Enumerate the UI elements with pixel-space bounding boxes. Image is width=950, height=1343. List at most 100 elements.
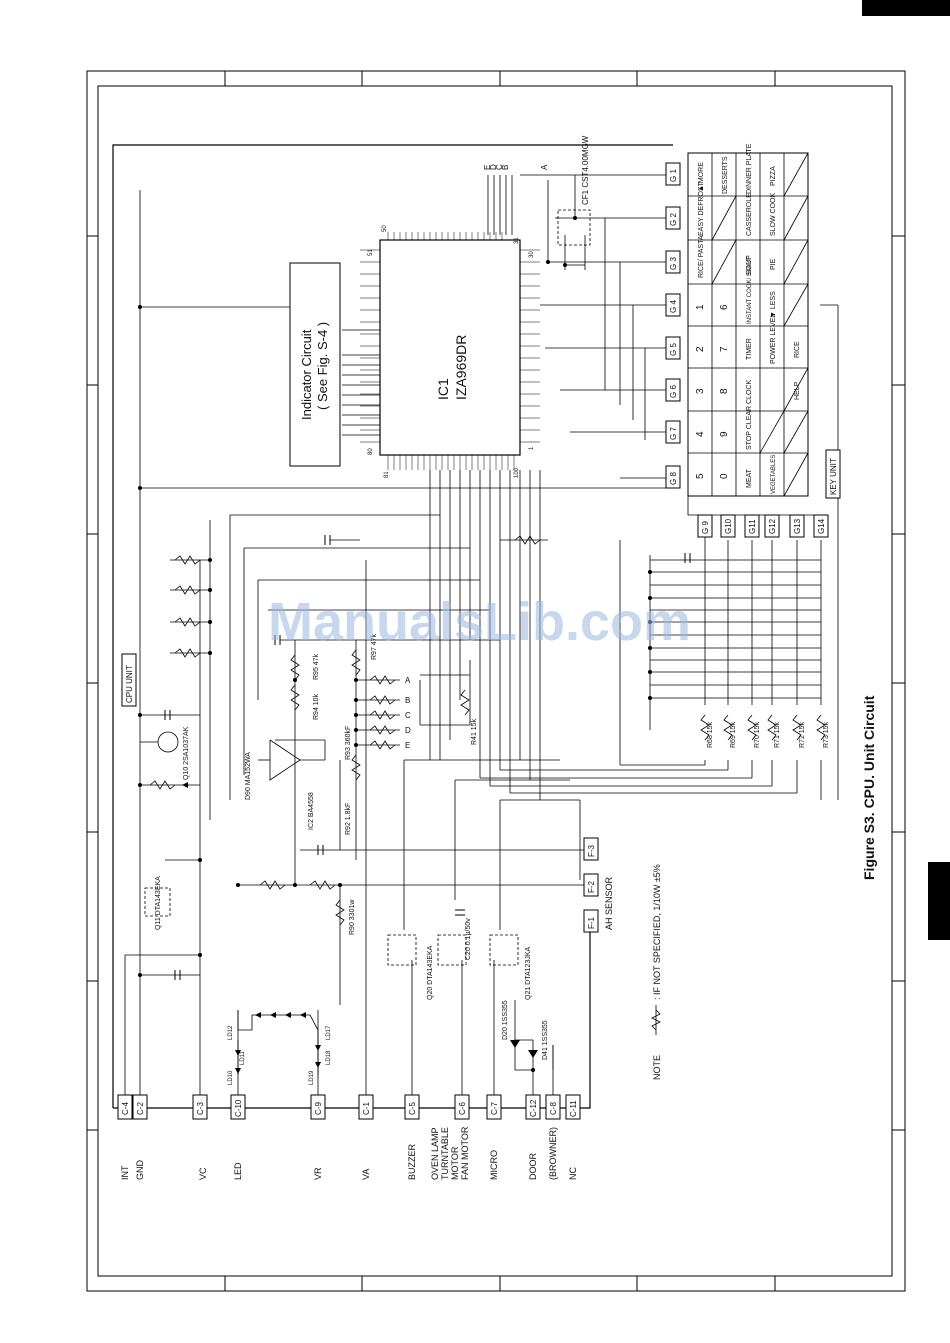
svg-text:G 9: G 9 bbox=[701, 521, 710, 534]
key-easy-defrost: EASY DEFROST bbox=[698, 181, 705, 236]
key-desserts: DESSERTS bbox=[722, 156, 729, 194]
label-q10: Q10 2SA1037AK bbox=[183, 726, 190, 780]
key-meat: MEAT bbox=[746, 468, 753, 488]
side-tab bbox=[928, 862, 950, 940]
svg-text:LD18: LD18 bbox=[326, 1050, 332, 1065]
note-resistor-zigzag bbox=[651, 1009, 661, 1031]
watermark: ManualsLib.com bbox=[268, 592, 691, 652]
label-r69: R69 15k bbox=[730, 721, 737, 748]
svg-text:G14: G14 bbox=[817, 518, 826, 534]
key-stop-clear: STOP CLEAR bbox=[746, 406, 753, 450]
pin-c7: C-7 bbox=[490, 1102, 499, 1115]
label-r70: R70 15k bbox=[754, 721, 761, 748]
signal-nc: NC bbox=[568, 1167, 578, 1180]
svg-text:F-1: F-1 bbox=[587, 916, 596, 929]
label-q20: Q20 DTA143EKA bbox=[427, 945, 434, 1000]
label-r92: R92 1.8kF bbox=[345, 803, 352, 835]
corner-tab bbox=[862, 0, 950, 16]
key-soup: SOUP bbox=[746, 255, 753, 275]
figure-title: Figure S3. CPU. Unit Circuit bbox=[861, 695, 877, 880]
label-r90: R90 3301w bbox=[349, 899, 356, 935]
svg-text:F-3: F-3 bbox=[587, 844, 596, 857]
ic1-chip: IC1 IZA969DR 51 50 31 30 81 80 100 1 bbox=[360, 225, 540, 478]
svg-text:D: D bbox=[489, 164, 498, 170]
svg-text:G 2: G 2 bbox=[669, 213, 678, 226]
svg-text:G 8: G 8 bbox=[669, 472, 678, 485]
svg-text:G 1: G 1 bbox=[669, 169, 678, 182]
label-q11: Q11 DTA143EKA bbox=[155, 876, 162, 930]
frame-ticks bbox=[87, 71, 905, 1291]
ic1-pin-100: 100 bbox=[514, 467, 520, 478]
indicator-line1: Indicator Circuit bbox=[299, 329, 314, 420]
pin-c9: C-9 bbox=[314, 1102, 323, 1115]
ah-sensor-label: AH SENSOR bbox=[604, 876, 614, 930]
label-d20: D20 1SS355 bbox=[502, 1000, 509, 1040]
signal-int: INT bbox=[120, 1165, 130, 1180]
svg-text:C: C bbox=[495, 164, 504, 170]
key-rice: RICE bbox=[794, 341, 801, 358]
label-r72: R72 15k bbox=[799, 721, 806, 748]
cpu-unit-label: CPU UNIT bbox=[125, 665, 134, 703]
svg-text:B: B bbox=[501, 165, 510, 170]
ic1-pin-50: 50 bbox=[382, 225, 388, 232]
svg-text:A: A bbox=[405, 676, 411, 685]
svg-text:A: A bbox=[540, 164, 549, 170]
key-7: 7 bbox=[719, 346, 730, 352]
key-dinner-plate: DINNER PLATE bbox=[746, 143, 753, 194]
pin-c2: C-2 bbox=[136, 1102, 145, 1115]
key-0: 0 bbox=[719, 473, 730, 479]
key-2: 2 bbox=[695, 346, 706, 352]
cf1-label: CF1 CST4.00MGW bbox=[581, 135, 590, 205]
svg-text:G10: G10 bbox=[724, 518, 733, 534]
svg-text:E: E bbox=[483, 165, 492, 170]
svg-text:G12: G12 bbox=[768, 518, 777, 534]
key-timer: TIMER bbox=[746, 338, 753, 360]
c-connectors: C-4 C-2 C-3 C-10 C-9 C-1 C-5 C-6 C-7 C-1… bbox=[117, 1094, 581, 1120]
component-labels: Q10 2SA1037AK Q11 DTA143EKA D90 MA152WA … bbox=[155, 633, 830, 1060]
key-more: ▲ MORE bbox=[698, 162, 705, 192]
ic1-pin-30: 30 bbox=[529, 251, 535, 258]
ic1-pin-81: 81 bbox=[384, 471, 390, 478]
svg-text:LD12: LD12 bbox=[228, 1025, 234, 1040]
pin-c5: C-5 bbox=[408, 1102, 417, 1115]
svg-text:LD10: LD10 bbox=[228, 1070, 234, 1085]
svg-text:D: D bbox=[405, 726, 411, 735]
label-c20: C20 0.1µ/50v bbox=[465, 918, 472, 960]
key-9: 9 bbox=[719, 431, 730, 437]
key-1: 1 bbox=[695, 304, 706, 310]
signal-vr: VR bbox=[313, 1167, 323, 1180]
svg-text:LD11: LD11 bbox=[240, 1050, 246, 1065]
label-ic2: IC2 BA4558 bbox=[308, 792, 315, 830]
label-r95: R95 47k bbox=[313, 653, 320, 680]
svg-text:G13: G13 bbox=[793, 518, 802, 534]
inner-frame bbox=[97, 85, 893, 1277]
svg-text:G 4: G 4 bbox=[669, 300, 678, 313]
pin-c11: C-11 bbox=[569, 1100, 578, 1117]
g-bottom-connectors: G 9 G10 G11 G12 G13 G14 bbox=[687, 496, 829, 538]
signal-names: INT GND VC LED VR VA BUZZER OVEN LAMP TU… bbox=[120, 1126, 578, 1180]
signal-led: LED bbox=[233, 1162, 243, 1180]
ic1-pin-51: 51 bbox=[368, 249, 374, 256]
label-r71: R71 15k bbox=[774, 721, 781, 748]
g-top-connectors: G 1 G 2 G 3 G 4 G 5 G 6 G 7 G 8 bbox=[665, 162, 681, 489]
key-unit-label: KEY UNIT bbox=[829, 458, 838, 495]
key-less: ▼ LESS bbox=[770, 291, 777, 318]
svg-text:LD17: LD17 bbox=[326, 1025, 332, 1040]
key-8: 8 bbox=[719, 388, 730, 394]
pin-c3: C-3 bbox=[196, 1102, 205, 1115]
key-3: 3 bbox=[695, 388, 706, 394]
svg-text:C: C bbox=[405, 711, 411, 720]
ic1-pin-31: 31 bbox=[514, 237, 520, 244]
svg-text:B: B bbox=[405, 696, 410, 705]
signal-browner: (BROWNER) bbox=[548, 1127, 558, 1180]
resistors bbox=[149, 535, 826, 926]
svg-text:G 6: G 6 bbox=[669, 385, 678, 398]
key-power-level: POWER LEVEL bbox=[770, 314, 777, 364]
label-d90: D90 MA152WA bbox=[245, 752, 252, 800]
key-vegetables: VEGETABLES bbox=[771, 455, 777, 494]
note-text: : IF NOT SPECIFIED, 1/10W ±5% bbox=[652, 864, 662, 1000]
signal-buzzer: BUZZER bbox=[407, 1143, 417, 1180]
pin-c10: C-10 bbox=[234, 1099, 243, 1117]
top-bus-labels: E D C B A bbox=[483, 164, 549, 170]
key-5: 5 bbox=[695, 473, 706, 479]
